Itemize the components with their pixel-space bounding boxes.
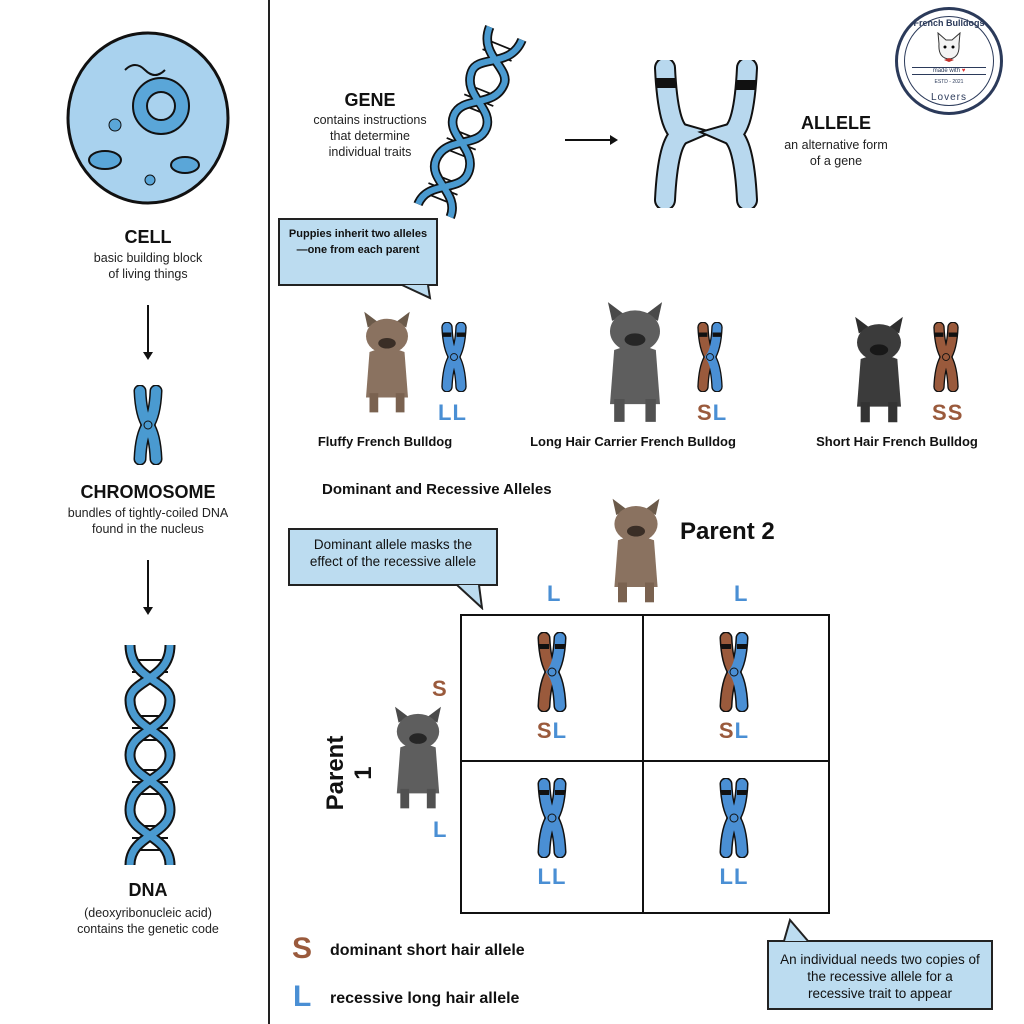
allele-letter: S [536, 718, 553, 743]
chromosome-desc-line: found in the nucleus [92, 522, 204, 536]
legend-letter-s: S [292, 932, 313, 965]
callout-tail [456, 584, 484, 610]
bulldog-face-icon [937, 32, 961, 62]
chromosome-icon [714, 632, 754, 712]
punnett-cell: SL [644, 616, 824, 760]
logo-top-text: French Bulldogs [913, 18, 985, 28]
chromosome-title: CHROMOSOME [80, 482, 216, 502]
legend-text: dominant short hair allele [330, 942, 525, 959]
gene-desc-line: contains instructions [313, 113, 427, 127]
punnett-heading: Dominant and Recessive Alleles [322, 481, 552, 498]
allele-chromosome-icon [654, 60, 758, 208]
allele-letter: S [718, 718, 735, 743]
parent2-dog-image [600, 490, 672, 612]
parent1-allele: S [432, 676, 448, 701]
punnett-square: SL SL LL LL [460, 614, 830, 914]
punnett-cell: LL [462, 762, 642, 906]
chromosome-description: bundles of tightly-coiled DNA found in t… [28, 505, 268, 537]
allele-letter: L [537, 864, 552, 889]
allele-letter: L [552, 718, 568, 743]
dna-title: DNA [128, 880, 168, 900]
parent2-allele: L [734, 581, 749, 606]
chromosome-icon [714, 778, 754, 858]
inherit-callout: Puppies inherit two alleles—one from eac… [278, 218, 438, 286]
logo-estd-text: ESTD - 2021 [934, 79, 964, 85]
parent1-label: Parent 1 [322, 735, 377, 811]
cell-desc-line: basic building block [93, 251, 203, 265]
dna-desc-line: (deoxyribonucleic acid) [84, 906, 212, 920]
gene-desc-line: that determine [330, 129, 410, 143]
allele-letter: S [932, 400, 948, 425]
chromosome-icon [928, 322, 964, 392]
chromosome-icon [128, 385, 168, 465]
allele-letter: L [452, 400, 467, 425]
legend-text: recessive long hair allele [330, 990, 520, 1007]
allele-title: ALLELE [801, 113, 871, 133]
allele-letter: L [552, 864, 567, 889]
recessive-callout: An individual needs two copies of the re… [767, 940, 993, 1010]
parent2-allele: L [547, 581, 562, 606]
dna-icon [120, 640, 180, 870]
dog-label: Long Hair Carrier French Bulldog [530, 434, 736, 449]
dna-description: (deoxyribonucleic acid) contains the gen… [28, 905, 268, 937]
legend-letter-l: L [293, 980, 312, 1013]
logo-bottom-text: Lovers [930, 92, 967, 103]
arrow-head [610, 135, 618, 145]
cell-illustration [66, 31, 230, 205]
column-divider [268, 0, 270, 1024]
genotype-carrier: SL [697, 400, 727, 426]
arrow-down-icon [143, 305, 153, 360]
parent1-dog-image [380, 705, 456, 811]
dna-desc-line: contains the genetic code [77, 922, 219, 936]
dominant-callout: Dominant allele masks the effect of the … [288, 528, 498, 586]
logo-badge-text: made with [932, 68, 961, 74]
chromosome-icon [436, 322, 472, 392]
callout-tail [783, 918, 809, 942]
allele-letter: L [734, 864, 749, 889]
dog-label: Fluffy French Bulldog [317, 434, 453, 449]
genotype-short: SS [932, 400, 963, 426]
allele-letter: S [697, 400, 713, 425]
allele-letter: S [947, 400, 964, 425]
fluffy-bulldog-image [352, 300, 422, 425]
punnett-cell: SL [462, 616, 642, 760]
chromosome-desc-line: bundles of tightly-coiled DNA [67, 506, 229, 520]
allele-desc-line: an alternative form [784, 138, 888, 152]
genotype-fluffy: LL [438, 400, 467, 426]
dog-label: Short Hair French Bulldog [816, 434, 978, 449]
arrow-down-icon [143, 560, 153, 615]
carrier-bulldog-image [592, 300, 678, 425]
cell-description: basic building block of living things [48, 250, 248, 282]
allele-letter: L [719, 864, 734, 889]
allele-desc-line: of a gene [809, 154, 863, 168]
parent1-allele: L [433, 817, 448, 842]
allele-letter: L [712, 400, 728, 425]
allele-description: an alternative form of a gene [766, 137, 906, 169]
chromosome-icon [692, 322, 728, 392]
allele-letter: L [734, 718, 750, 743]
punnett-cell: LL [644, 762, 824, 906]
allele-letter: L [438, 400, 453, 425]
gene-desc-line: individual traits [328, 145, 412, 159]
parent2-label: Parent 2 [680, 518, 775, 545]
cell-title: CELL [124, 227, 172, 247]
french-bulldogs-lovers-logo: French Bulldogs made with ♥ ESTD - 2021 … [895, 7, 1003, 115]
chromosome-icon [532, 632, 572, 712]
gene-description: contains instructions that determine ind… [290, 112, 450, 160]
callout-tail [401, 284, 432, 300]
short-hair-bulldog-image [835, 315, 923, 425]
cell-desc-line: of living things [108, 267, 188, 281]
chromosome-icon [532, 778, 572, 858]
gene-title: GENE [344, 90, 396, 110]
arrow-right-icon [565, 139, 613, 141]
